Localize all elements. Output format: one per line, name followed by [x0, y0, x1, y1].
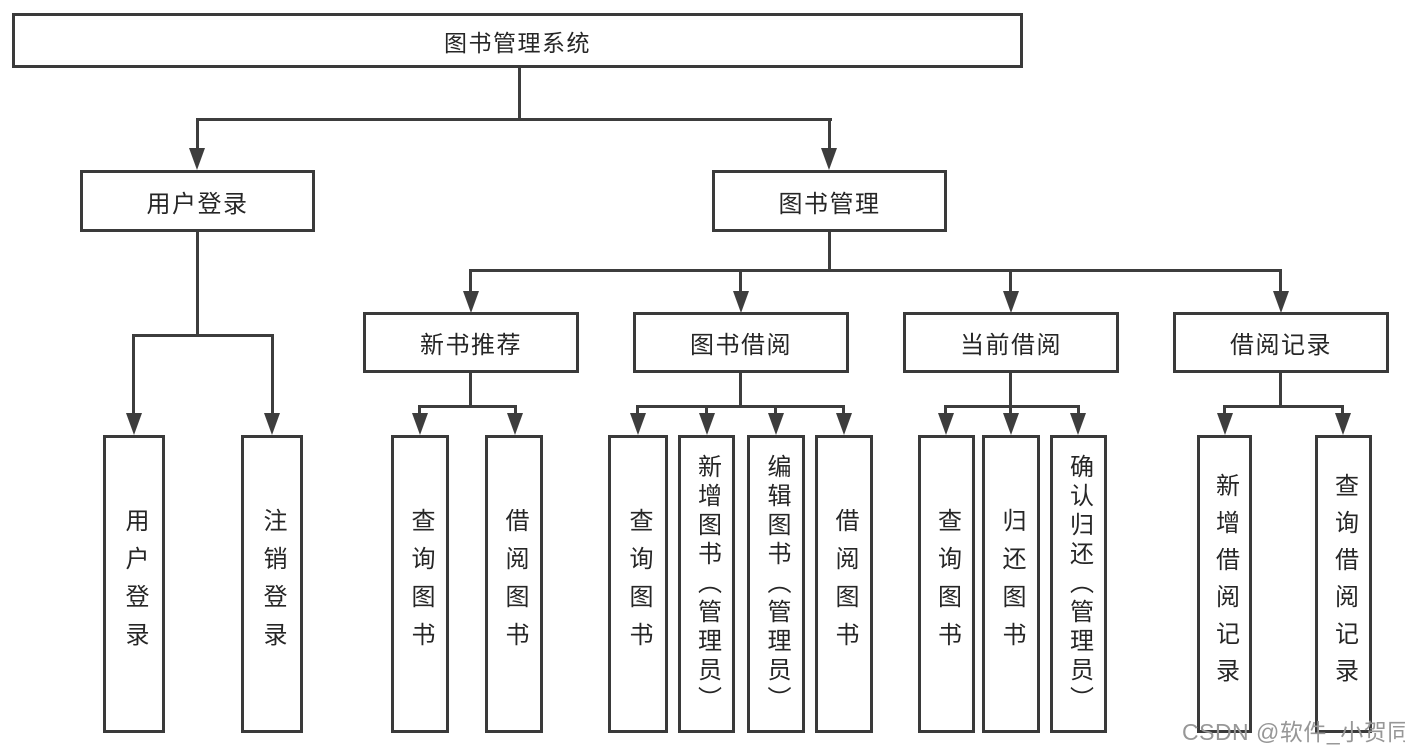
- node-label: 新书推荐: [420, 332, 522, 359]
- arrowhead-down-icon: [768, 413, 784, 435]
- arrowhead-down-icon: [463, 291, 479, 313]
- leaf-return-book: 归还图书: [982, 435, 1040, 733]
- node-user-login: 用户登录: [80, 170, 315, 232]
- leaf-query-books-1: 查询图书: [391, 435, 449, 733]
- arrowhead-down-icon: [938, 413, 954, 435]
- connector-line: [1009, 405, 1012, 415]
- leaf-label: 借阅图书: [831, 508, 858, 660]
- connector-line: [1223, 405, 1343, 408]
- leaf-label: 确认归还（管理员）: [1065, 453, 1093, 715]
- connector-line: [271, 334, 274, 416]
- connector-line: [518, 68, 521, 120]
- arrowhead-down-icon: [1070, 413, 1086, 435]
- connector-line: [842, 405, 845, 415]
- connector-line: [196, 118, 832, 121]
- leaf-user-login: 用户登录: [103, 435, 165, 733]
- node-root-library-system: 图书管理系统: [12, 13, 1023, 68]
- node-new-book-recommend: 新书推荐: [363, 312, 579, 373]
- node-current-borrow: 当前借阅: [903, 312, 1119, 373]
- arrowhead-down-icon: [733, 291, 749, 313]
- connector-line: [132, 334, 135, 416]
- connector-line: [1279, 269, 1282, 295]
- node-label: 图书管理系统: [444, 29, 591, 56]
- connector-line: [196, 232, 199, 336]
- arrowhead-down-icon: [264, 413, 280, 435]
- connector-line: [469, 373, 472, 407]
- connector-line: [1279, 373, 1282, 407]
- leaf-label: 归还图书: [998, 508, 1025, 660]
- arrowhead-down-icon: [699, 413, 715, 435]
- node-borrow-records: 借阅记录: [1173, 312, 1389, 373]
- connector-line: [774, 405, 777, 415]
- connector-line: [636, 405, 845, 408]
- node-book-management: 图书管理: [712, 170, 947, 232]
- leaf-query-books-3: 查询图书: [918, 435, 975, 733]
- connector-line: [1223, 405, 1226, 415]
- leaf-label: 编辑图书（管理员）: [763, 453, 790, 715]
- arrowhead-down-icon: [836, 413, 852, 435]
- arrowhead-down-icon: [1273, 291, 1289, 313]
- node-label: 用户登录: [146, 190, 249, 218]
- arrowhead-down-icon: [1003, 413, 1019, 435]
- leaf-label: 新增图书（管理员）: [693, 453, 721, 715]
- connector-line: [1009, 269, 1012, 295]
- leaf-label: 查询借阅记录: [1330, 473, 1358, 695]
- arrowhead-down-icon: [630, 413, 646, 435]
- connector-line: [469, 269, 1281, 272]
- arrowhead-down-icon: [507, 413, 523, 435]
- connector-line: [636, 405, 639, 415]
- node-label: 图书管理: [778, 190, 881, 218]
- connector-line: [705, 405, 708, 415]
- leaf-borrow-books-2: 借阅图书: [815, 435, 873, 733]
- arrowhead-down-icon: [1003, 291, 1019, 313]
- connector-line: [828, 118, 831, 152]
- arrowhead-down-icon: [1217, 413, 1233, 435]
- leaf-label: 查询图书: [933, 508, 961, 660]
- connector-line: [739, 373, 742, 407]
- connector-line: [418, 405, 517, 408]
- connector-line: [1077, 405, 1080, 415]
- connector-line: [469, 269, 472, 295]
- leaf-add-book-admin: 新增图书（管理员）: [678, 435, 735, 733]
- connector-line: [514, 405, 517, 415]
- connector-line: [132, 334, 274, 337]
- connector-line: [944, 405, 1080, 408]
- leaf-borrow-books-1: 借阅图书: [485, 435, 543, 733]
- connector-line: [418, 405, 421, 415]
- connector-line: [944, 405, 947, 415]
- leaf-label: 查询图书: [625, 508, 652, 660]
- leaf-edit-book-admin: 编辑图书（管理员）: [747, 435, 805, 733]
- leaf-confirm-return-admin: 确认归还（管理员）: [1050, 435, 1107, 733]
- arrowhead-down-icon: [412, 413, 428, 435]
- leaf-query-borrow-record: 查询借阅记录: [1315, 435, 1372, 733]
- leaf-logout: 注销登录: [241, 435, 303, 733]
- connector-line: [828, 232, 831, 272]
- node-label: 图书借阅: [690, 332, 792, 359]
- leaf-label: 查询图书: [407, 508, 434, 660]
- arrowhead-down-icon: [1335, 413, 1351, 435]
- arrowhead-down-icon: [821, 148, 837, 170]
- leaf-label: 新增借阅记录: [1211, 473, 1239, 695]
- arrowhead-down-icon: [189, 148, 205, 170]
- leaf-label: 注销登录: [259, 508, 286, 660]
- connector-line: [739, 269, 742, 295]
- node-label: 当前借阅: [960, 332, 1062, 359]
- node-label: 借阅记录: [1230, 332, 1332, 359]
- arrowhead-down-icon: [126, 413, 142, 435]
- leaf-label: 借阅图书: [501, 508, 528, 660]
- connector-line: [196, 118, 199, 152]
- leaf-label: 用户登录: [121, 508, 148, 660]
- leaf-query-books-2: 查询图书: [608, 435, 668, 733]
- csdn-watermark: CSDN @软件_小贺同学: [1182, 719, 1405, 745]
- connector-line: [1341, 405, 1344, 415]
- leaf-add-borrow-record: 新增借阅记录: [1197, 435, 1252, 733]
- node-book-borrow: 图书借阅: [633, 312, 849, 373]
- connector-line: [1009, 373, 1012, 407]
